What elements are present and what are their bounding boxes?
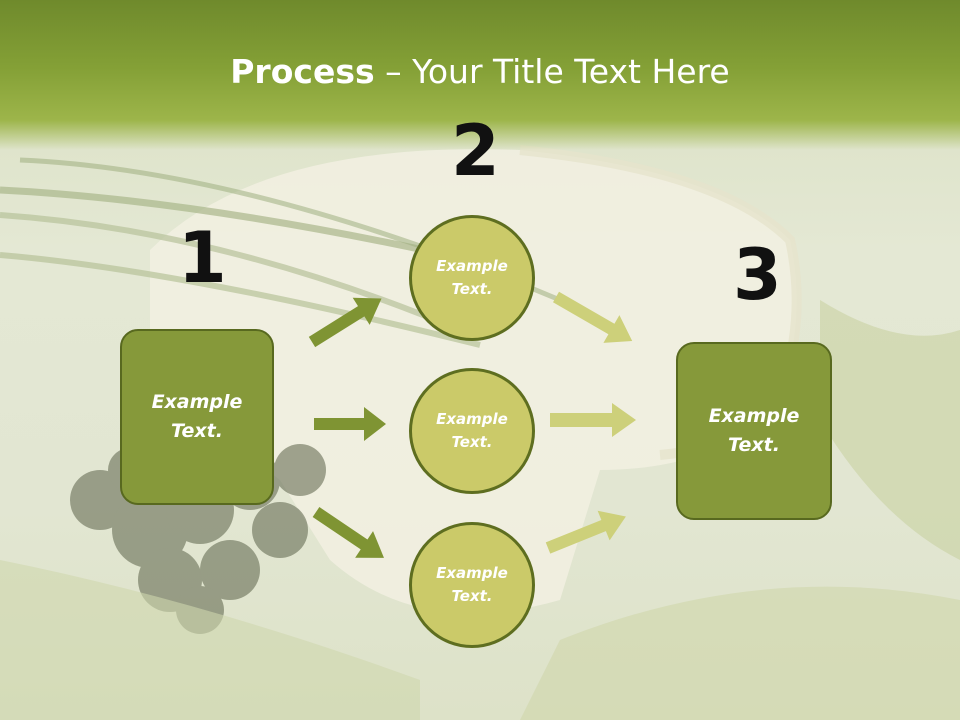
step-2-circle-middle: Example Text.: [409, 368, 535, 494]
chive-stem: [0, 212, 462, 333]
step-1-text: Example Text.: [151, 391, 243, 442]
leaf-shape: [0, 560, 420, 720]
arrow-up-right: [308, 297, 382, 348]
leaf-shape: [520, 586, 960, 720]
arrow-up-right-light: [545, 510, 626, 554]
arrow-right-light: [550, 403, 636, 437]
step-2-circle-top: Example Text.: [409, 215, 535, 341]
chive-stem: [0, 252, 481, 348]
arrow-down-right: [312, 507, 384, 558]
chive-stem: [0, 186, 471, 264]
step-3-box: Example Text.: [676, 342, 832, 520]
leaf-shape: [820, 300, 960, 560]
header-band: [0, 0, 960, 150]
step-3-text: Example Text.: [708, 405, 800, 456]
circle-text: Example Text.: [436, 410, 508, 451]
circle-text: Example Text.: [436, 564, 508, 605]
arrow-down-right-light: [553, 291, 633, 343]
slide-title: Process – Your Title Text Here: [0, 52, 960, 91]
step-2-circle-bottom: Example Text.: [409, 522, 535, 648]
title-bold: Process: [230, 52, 375, 91]
arrow-right: [314, 407, 386, 441]
step-1-box: Example Text.: [120, 329, 274, 505]
step-number-2: 2: [451, 110, 500, 192]
title-rest: – Your Title Text Here: [374, 52, 730, 91]
step-number-3: 3: [733, 234, 782, 316]
step-number-1: 1: [178, 217, 227, 299]
circle-text: Example Text.: [436, 257, 508, 298]
